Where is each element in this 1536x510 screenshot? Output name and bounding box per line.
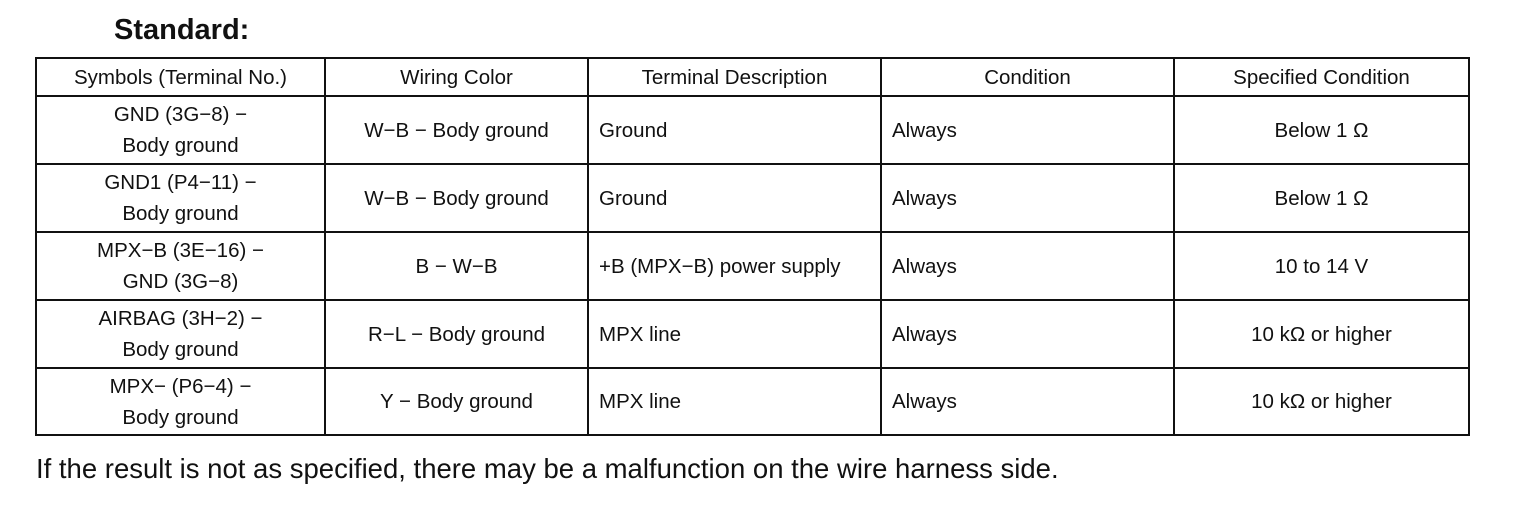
wiring-color-cell: W−B − Body ground: [324, 95, 589, 165]
symbol-ground: GND (3G−8): [122, 270, 239, 293]
table-row: GND (3G−8) − Body ground W−B − Body grou…: [35, 95, 1470, 165]
table-row: GND1 (P4−11) − Body ground W−B − Body gr…: [35, 163, 1470, 233]
column-header-wiring-color: Wiring Color: [324, 57, 589, 97]
terminal-description-cell: MPX line: [587, 367, 882, 436]
wiring-color-cell: B − W−B: [324, 231, 589, 301]
symbol-cell: GND (3G−8) − Body ground: [35, 95, 326, 165]
specification-table: Symbols (Terminal No.) Wiring Color Term…: [35, 57, 1470, 436]
terminal-description-cell: Ground: [587, 95, 882, 165]
terminal-description-cell: +B (MPX−B) power supply: [587, 231, 882, 301]
specified-condition-cell: Below 1 Ω: [1173, 163, 1470, 233]
specified-condition-cell: 10 kΩ or higher: [1173, 367, 1470, 436]
specified-condition-cell: 10 to 14 V: [1173, 231, 1470, 301]
condition-cell: Always: [880, 367, 1175, 436]
condition-cell: Always: [880, 163, 1175, 233]
symbol-terminal: GND (3G−8) −: [113, 103, 248, 126]
terminal-description-cell: MPX line: [587, 299, 882, 369]
wiring-color-cell: Y − Body ground: [324, 367, 589, 436]
specified-condition-cell: 10 kΩ or higher: [1173, 299, 1470, 369]
table-header-row: Symbols (Terminal No.) Wiring Color Term…: [35, 57, 1470, 97]
table-row: MPX−B (3E−16) − GND (3G−8) B − W−B +B (M…: [35, 231, 1470, 301]
symbol-terminal: GND1 (P4−11) −: [104, 171, 257, 194]
footnote-text: If the result is not as specified, there…: [36, 453, 1059, 484]
column-header-specified-condition: Specified Condition: [1173, 57, 1470, 97]
symbol-cell: GND1 (P4−11) − Body ground: [35, 163, 326, 233]
section-heading: Standard:: [114, 14, 250, 46]
condition-cell: Always: [880, 231, 1175, 301]
column-header-symbols: Symbols (Terminal No.): [35, 57, 326, 97]
symbol-cell: MPX− (P6−4) − Body ground: [35, 367, 326, 436]
terminal-description-cell: Ground: [587, 163, 882, 233]
specified-condition-cell: Below 1 Ω: [1173, 95, 1470, 165]
symbol-cell: MPX−B (3E−16) − GND (3G−8): [35, 231, 326, 301]
symbol-ground: Body ground: [122, 202, 239, 225]
symbol-ground: Body ground: [122, 134, 239, 157]
wiring-color-cell: W−B − Body ground: [324, 163, 589, 233]
symbol-terminal: AIRBAG (3H−2) −: [98, 307, 263, 330]
symbol-terminal: MPX− (P6−4) −: [109, 374, 252, 398]
symbol-terminal: MPX−B (3E−16) −: [97, 239, 264, 262]
table-row: AIRBAG (3H−2) − Body ground R−L − Body g…: [35, 299, 1470, 369]
symbol-cell: AIRBAG (3H−2) − Body ground: [35, 299, 326, 369]
column-header-terminal-description: Terminal Description: [587, 57, 882, 97]
table-row: MPX− (P6−4) − Body ground Y − Body groun…: [35, 367, 1470, 436]
condition-cell: Always: [880, 95, 1175, 165]
condition-cell: Always: [880, 299, 1175, 369]
column-header-condition: Condition: [880, 57, 1175, 97]
wiring-color-cell: R−L − Body ground: [324, 299, 589, 369]
symbol-ground: Body ground: [122, 405, 239, 429]
symbol-ground: Body ground: [122, 338, 239, 361]
